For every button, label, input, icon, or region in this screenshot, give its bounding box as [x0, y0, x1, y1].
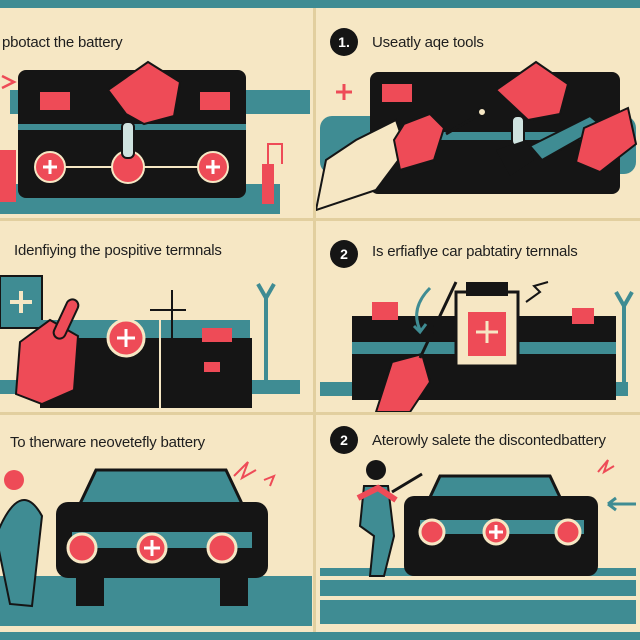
panel-6-scene — [320, 459, 636, 624]
fork-icon — [256, 283, 276, 394]
panel-5-scene — [0, 461, 312, 626]
panel-2-caption: Useatly aqe tools — [372, 34, 484, 51]
arrow-left-icon — [607, 496, 636, 512]
hand-icon — [106, 60, 182, 126]
bottom-border — [0, 632, 640, 640]
headlight-icon — [206, 532, 238, 564]
hand-icon — [494, 60, 570, 122]
panel-2-step-number: 1. — [330, 28, 358, 56]
hand-icon — [374, 352, 432, 412]
column-divider — [313, 8, 316, 632]
spark-icon — [597, 459, 615, 475]
arrow-icon — [412, 323, 428, 335]
headlight-icon — [554, 518, 582, 546]
panel-2-scene — [316, 60, 638, 212]
row-divider-2 — [0, 412, 640, 415]
panel-3-scene — [0, 275, 300, 408]
panel-6-caption: Aterowly salete the discontedbattery — [372, 432, 606, 449]
panel-6-step-number: 2 — [330, 426, 358, 454]
row-divider-1 — [0, 218, 640, 221]
top-border — [0, 0, 640, 8]
hand-icon — [574, 106, 638, 174]
panel-5-caption: To therware neovetefly battery — [10, 434, 205, 451]
panel-1-caption: pbotact the battery — [2, 34, 123, 51]
hand-icon — [14, 318, 80, 406]
panel-1-scene — [0, 60, 310, 214]
person-icon — [0, 499, 44, 608]
panel-4-step-number: 2 — [330, 240, 358, 268]
spark-icon — [233, 461, 257, 481]
hand-icon — [392, 112, 446, 172]
panel-3-caption: Idenfiying the pospitive termnals — [14, 242, 222, 259]
panel-4-scene — [320, 281, 634, 412]
fork-icon — [614, 291, 634, 386]
headlight-icon — [66, 532, 98, 564]
headlight-icon — [418, 518, 446, 546]
pliers-icon — [496, 140, 534, 176]
panel-4-caption: Is erfiaflye car pabtatiry ternnals — [372, 243, 578, 260]
person-icon — [366, 460, 386, 480]
